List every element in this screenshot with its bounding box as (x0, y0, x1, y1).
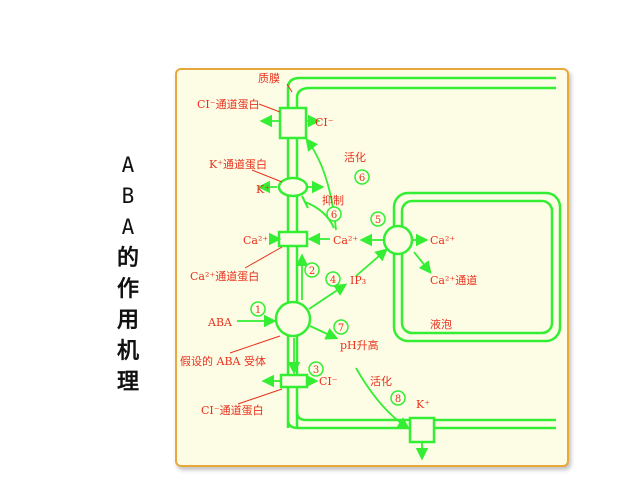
step-7-circle (333, 319, 349, 335)
cl-channel-bottom (279, 373, 309, 389)
label-ca-left: Ca²⁺ (243, 234, 268, 247)
plasma-membrane-inner (295, 86, 556, 428)
diagram-panel (175, 68, 569, 467)
step-4: 4 (330, 275, 336, 286)
inhibition (301, 195, 335, 229)
k-channel-bottom (408, 416, 436, 444)
aba-receptor (274, 300, 312, 338)
step-numbers: 1 2 3 4 5 6 6 7 8 (255, 173, 401, 405)
title-char: 作 (116, 277, 139, 302)
title-char: B (121, 184, 135, 208)
step-2: 2 (309, 266, 315, 277)
line-ca-channel (413, 251, 432, 274)
label-k-channel: K⁺通道蛋白 (209, 157, 267, 171)
step-5-circle (370, 211, 386, 227)
title-char: 机 (116, 339, 139, 364)
label-inhibit: 抑制 (322, 193, 344, 207)
step-5: 5 (375, 215, 381, 226)
leader-lines (229, 83, 293, 405)
label-ca-channel-protein: Ca²⁺通道蛋白 (190, 269, 259, 283)
label-cl-ion-top: CI⁻ (315, 116, 334, 129)
step-6b-circle (354, 169, 370, 185)
label-ip3: IP₃ (350, 274, 366, 287)
membranes (286, 76, 562, 430)
label-ph-rise: pH升高 (340, 338, 379, 352)
label-receptor: 假设的 ABA 受体 (180, 354, 266, 368)
label-k-ion-left: K⁺ (256, 183, 270, 196)
step-circles (250, 169, 406, 406)
step-3: 3 (313, 365, 319, 376)
plasma-membrane-outer (286, 76, 556, 428)
label-k-ion-right: K⁺ (416, 398, 430, 411)
step-2-circle (304, 262, 320, 278)
arrow-ip3-to-vacuole (355, 248, 388, 277)
arrow-ip3 (308, 283, 348, 310)
step-4-circle (325, 271, 341, 287)
k-channel (277, 176, 309, 198)
ca-channel-vacuole (382, 224, 414, 256)
cl-channel-top (278, 106, 308, 140)
step-6a-circle (326, 206, 342, 222)
step-6b: 6 (359, 173, 365, 184)
step-7: 7 (338, 323, 344, 334)
label-activate-bottom: 活化 (370, 374, 392, 388)
label-aba: ABA (207, 316, 233, 329)
label-cl-channel-top: CI⁻通道蛋白 (197, 97, 260, 111)
step-3-circle (308, 361, 324, 377)
vertical-title: A B A 的 作 用 机 理 (108, 150, 148, 398)
label-vacuole: 液泡 (430, 317, 452, 331)
labels: 质膜 CI⁻通道蛋白 CI⁻ 活化 K⁺通道蛋白 K⁺ 抑制 Ca²⁺ Ca²⁺… (180, 72, 477, 417)
plasma-membrane-bottom-inner (295, 411, 556, 422)
plasma-membrane-bottom-outer (286, 419, 556, 430)
label-ca-right: Ca²⁺ (430, 234, 455, 247)
step-8-circle (390, 390, 406, 406)
arrow-ph (309, 325, 339, 340)
vacuole-inner (400, 199, 554, 335)
vacuole-outer (392, 191, 562, 343)
title-char: 理 (116, 370, 139, 395)
step-8: 8 (395, 394, 401, 405)
title-char: A (121, 153, 135, 177)
title-char: 用 (116, 308, 139, 333)
title-char: A (121, 215, 135, 239)
title-char: 的 (116, 246, 139, 271)
label-ca-channel: Ca²⁺通道 (430, 273, 477, 287)
step-6a: 6 (331, 210, 337, 221)
arrow-activate-bottom (355, 367, 411, 430)
label-plasma-membrane: 质膜 (258, 72, 280, 85)
label-cl-channel-bottom: CI⁻通道蛋白 (201, 403, 264, 417)
arrows (237, 114, 432, 461)
step-1-circle (250, 301, 266, 317)
label-ca-mid: Ca²⁺ (333, 234, 358, 247)
ca-channel-membrane (277, 230, 309, 248)
label-cl-ion-bottom: CI⁻ (319, 375, 338, 388)
step-1: 1 (255, 305, 261, 316)
label-activate-top: 活化 (344, 150, 366, 164)
